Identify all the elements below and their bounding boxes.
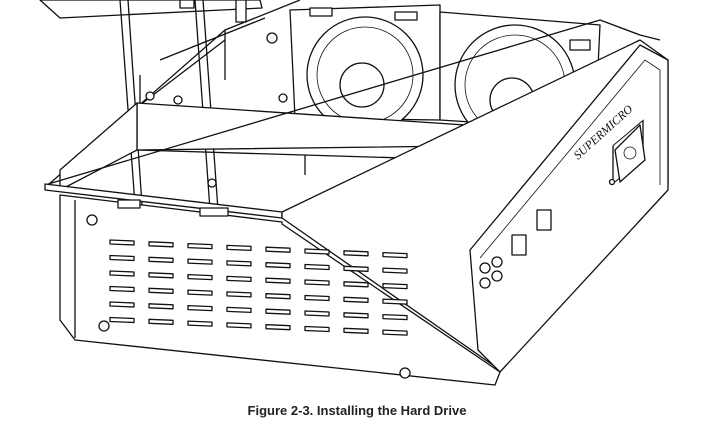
vent-slot xyxy=(343,250,369,257)
vent-slot xyxy=(109,254,135,262)
vent-slot xyxy=(382,329,408,336)
vent-slot xyxy=(109,270,135,277)
vent-slot xyxy=(382,267,408,274)
usb-port[interactable] xyxy=(536,209,552,231)
vent-slot xyxy=(148,256,174,263)
vent-slot xyxy=(343,312,369,319)
vent-slot xyxy=(187,289,213,296)
audio-jack[interactable] xyxy=(479,262,491,274)
vent-slot xyxy=(265,246,291,253)
vent-slot xyxy=(187,258,213,265)
vent-slot xyxy=(226,260,252,267)
vent-slot xyxy=(382,282,408,290)
vent-slot xyxy=(226,291,252,298)
side-vent-grid xyxy=(109,239,408,336)
vent-slot xyxy=(226,306,252,314)
vent-slot xyxy=(187,242,213,250)
vent-slot xyxy=(265,324,291,331)
vent-slot xyxy=(148,318,174,325)
vent-slot xyxy=(304,294,330,302)
vent-slot xyxy=(148,287,174,294)
vent-slot xyxy=(226,244,252,252)
vent-slot xyxy=(343,265,369,272)
vent-slot xyxy=(187,320,213,327)
power-icon xyxy=(623,146,637,160)
vent-slot xyxy=(343,327,369,334)
vent-slot xyxy=(187,273,213,281)
figure-caption: Figure 2-3. Installing the Hard Drive xyxy=(247,403,467,418)
vent-slot xyxy=(265,308,291,315)
vent-slot xyxy=(109,301,135,308)
vent-slot xyxy=(109,316,135,324)
vent-slot xyxy=(382,313,408,321)
vent-slot xyxy=(226,275,252,283)
vent-slot xyxy=(187,304,213,312)
audio-jack[interactable] xyxy=(491,256,503,268)
power-button[interactable] xyxy=(614,124,646,183)
vent-slot xyxy=(265,262,291,269)
vent-slot xyxy=(148,272,174,279)
audio-jack[interactable] xyxy=(479,277,491,289)
hard-drive-installation-illustration: SUPERMICRO xyxy=(39,0,669,386)
vent-slot xyxy=(343,296,369,303)
vent-slot xyxy=(304,263,330,271)
usb-port[interactable] xyxy=(511,234,527,256)
hard-drive-tray xyxy=(39,0,278,211)
vent-slot xyxy=(226,322,252,329)
vent-slot xyxy=(148,303,174,310)
vent-slot xyxy=(382,251,408,259)
vent-slot xyxy=(382,298,408,305)
vent-slot xyxy=(304,248,330,255)
chassis-body: SUPERMICRO xyxy=(44,19,669,386)
vent-slot xyxy=(109,285,135,293)
vent-slot xyxy=(109,239,135,246)
vent-slot xyxy=(265,293,291,300)
audio-jack[interactable] xyxy=(491,270,503,282)
vent-slot xyxy=(148,241,174,248)
vent-slot xyxy=(304,310,330,317)
vent-slot xyxy=(343,281,369,288)
vent-slot xyxy=(265,277,291,284)
vent-slot xyxy=(304,325,330,333)
cooling-fans xyxy=(289,4,601,146)
led-indicator xyxy=(608,178,616,186)
vent-slot xyxy=(304,279,330,286)
